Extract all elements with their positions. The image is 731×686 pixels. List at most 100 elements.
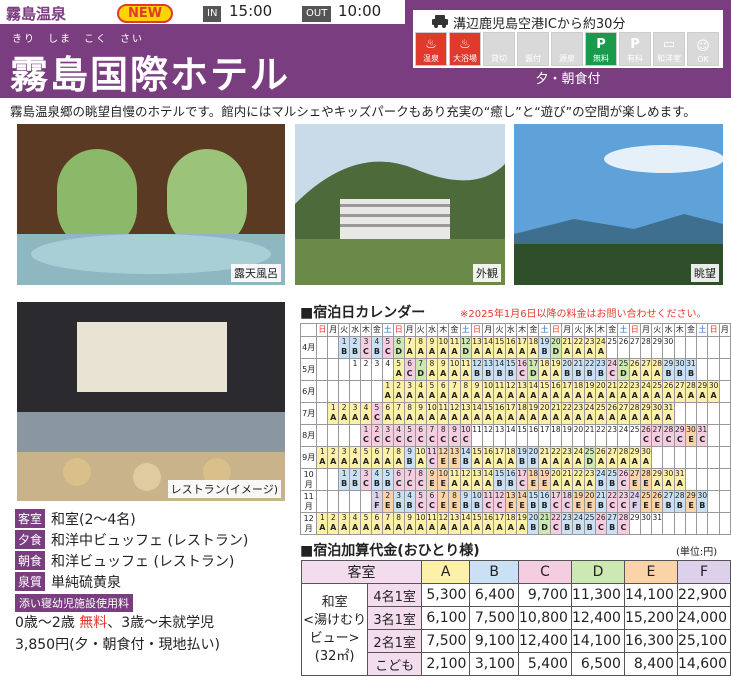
calendar-day-number: 13 bbox=[449, 513, 460, 522]
calendar-rate-code: A bbox=[552, 457, 559, 466]
calendar-day-number: 23 bbox=[562, 513, 572, 522]
calendar-weekday-row: 日月火水木金土日月火水木金土日月火水木金土日月火水木金土日月火水木金土日月 bbox=[299, 323, 731, 337]
calendar-day-number: 23 bbox=[607, 425, 617, 434]
photo-restaurant: レストラン(イメージ) bbox=[17, 302, 285, 501]
calendar-rate-code: B bbox=[473, 501, 481, 510]
calendar-day-number: 19 bbox=[517, 447, 527, 456]
calendar-day-number: 10 bbox=[438, 469, 448, 478]
calendar-day-number: 12 bbox=[438, 513, 448, 522]
calendar-day-number: 1 bbox=[341, 469, 347, 478]
info-row-dinner: 夕食 和洋中ビュッフェ (レストラン) bbox=[15, 529, 248, 550]
calendar-rate-code: D bbox=[552, 347, 560, 356]
parking-free-icon: P bbox=[596, 37, 606, 52]
calendar-title: ■宿泊日カレンダー bbox=[300, 305, 426, 321]
calendar-day-number: 31 bbox=[663, 403, 674, 412]
calendar-day-cell: 30 bbox=[639, 512, 653, 535]
calendar-rate-code: B bbox=[373, 479, 380, 488]
calendar-day-number: 23 bbox=[584, 469, 595, 478]
calendar-day-number: 14 bbox=[472, 403, 482, 412]
calendar-rate-code: A bbox=[564, 457, 571, 466]
calendar-rate-code: B bbox=[597, 369, 604, 378]
calendar-rate-code: A bbox=[665, 413, 672, 422]
calendar-day-number: 7 bbox=[407, 337, 412, 346]
calendar-day-cell: 21 bbox=[583, 424, 596, 447]
calendar-day-cell: 14 bbox=[504, 424, 517, 447]
meal-plan: 夕・朝食付 bbox=[413, 68, 723, 92]
calendar-day-number: 26 bbox=[663, 381, 674, 390]
price-occupancy-label: 2名1室 bbox=[367, 629, 422, 653]
price-rate-header: A bbox=[420, 560, 471, 584]
price-value: 12,400 bbox=[517, 629, 572, 653]
calendar-rate-code: A bbox=[597, 457, 605, 466]
calendar-day-number: 9 bbox=[463, 491, 469, 500]
calendar-day-number: 28 bbox=[618, 447, 629, 456]
calendar-day-number: 26 bbox=[596, 513, 606, 522]
calendar-day-number: 11 bbox=[494, 381, 505, 390]
calendar-rate-code: E bbox=[541, 479, 548, 488]
calendar-day-number: 8 bbox=[440, 425, 446, 434]
calendar-day-number: 5 bbox=[363, 447, 369, 456]
calendar-rate-code: B bbox=[406, 457, 413, 466]
calendar-day-number: 20 bbox=[596, 381, 606, 390]
calendar-empty-cell bbox=[707, 446, 720, 469]
calendar-day-number: 31 bbox=[652, 513, 663, 522]
calendar-empty-cell bbox=[718, 468, 731, 491]
calendar-rate-code: B bbox=[341, 479, 348, 488]
calendar-day-number: 6 bbox=[396, 469, 402, 478]
calendar-rate-code: B bbox=[384, 479, 391, 488]
calendar-day-number: 10 bbox=[415, 447, 426, 456]
calendar-day-number: 12 bbox=[483, 425, 494, 434]
calendar-weekday: 木 bbox=[594, 323, 608, 337]
price-rate-header: B bbox=[469, 560, 519, 584]
calendar-empty-cell bbox=[327, 358, 340, 381]
calendar-weekday: 火 bbox=[572, 323, 585, 337]
calendar-day-number: 15 bbox=[483, 403, 494, 412]
calendar-empty-cell bbox=[673, 446, 686, 469]
calendar-day-number: 18 bbox=[528, 337, 539, 346]
calendar-rate-code: E bbox=[519, 501, 525, 510]
price-rate-header: C bbox=[517, 560, 572, 584]
calendar-day-number: 12 bbox=[494, 491, 505, 500]
calendar-rate-code: D bbox=[586, 457, 593, 466]
calendar-day-number: 16 bbox=[483, 447, 494, 456]
calendar-rate-code: A bbox=[631, 413, 638, 422]
new-badge: NEW bbox=[117, 4, 173, 23]
calendar-empty-cell bbox=[707, 358, 720, 381]
calendar-rate-code: A bbox=[451, 479, 458, 488]
calendar-day-cell: 4 bbox=[381, 358, 394, 381]
calendar-day-number: 29 bbox=[675, 425, 685, 434]
calendar-day-number: 15 bbox=[528, 491, 539, 500]
calendar-rate-code: A bbox=[485, 347, 492, 356]
calendar-empty-cell bbox=[718, 402, 731, 425]
calendar-empty-cell bbox=[718, 424, 731, 447]
